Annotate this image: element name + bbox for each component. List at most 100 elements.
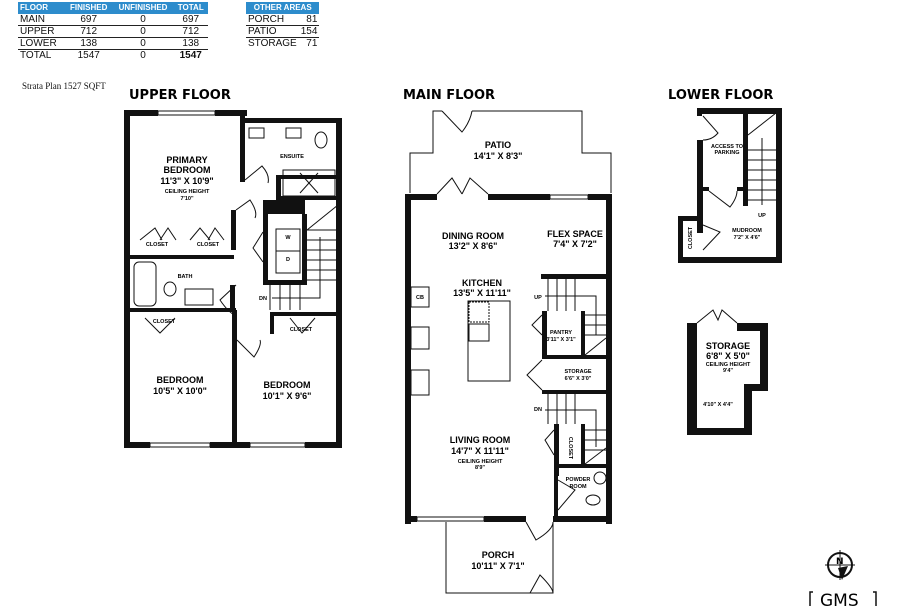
room-label: CLOSET bbox=[146, 242, 169, 248]
room-label: BEDROOM bbox=[157, 375, 204, 385]
stair-direction: DN bbox=[259, 296, 267, 302]
room-label: PARKING bbox=[715, 150, 740, 156]
room-dimensions: 10'1" X 9'6" bbox=[263, 391, 312, 401]
cell: 0 bbox=[112, 49, 174, 61]
table-row: STORAGE 71 bbox=[246, 38, 319, 50]
range-icon bbox=[410, 326, 430, 350]
room-dimensions: 13'2" X 8'6" bbox=[449, 241, 498, 251]
ceiling-height-label: CEILING HEIGHT bbox=[165, 189, 210, 195]
room-label: STORAGE bbox=[706, 341, 750, 351]
ceiling-height-label: CEILING HEIGHT bbox=[706, 362, 751, 368]
cell: 1547 bbox=[173, 49, 208, 61]
main-stairs bbox=[545, 279, 607, 465]
compass-north-icon: N bbox=[825, 550, 855, 580]
cell: 138 bbox=[64, 37, 113, 50]
room-label: LIVING ROOM bbox=[450, 435, 511, 445]
ceiling-height-value: 8'9" bbox=[475, 465, 485, 471]
room-dimensions: 10'11" X 7'1" bbox=[471, 561, 524, 571]
room-label: ENSUITE bbox=[280, 154, 304, 160]
room-label: PRIMARY bbox=[166, 155, 207, 165]
col-header: FINISHED bbox=[64, 2, 113, 14]
room-dimensions: 6'8" X 5'0" bbox=[706, 351, 750, 361]
room-dimensions: 4'10" X 4'4" bbox=[703, 402, 733, 408]
upper-stairs bbox=[269, 204, 339, 310]
cell: 0 bbox=[112, 14, 174, 26]
col-header: OTHER AREAS bbox=[246, 2, 320, 14]
room-label: CLOSET bbox=[153, 319, 176, 325]
room-dimensions: 14'1" X 8'3" bbox=[474, 151, 523, 161]
strata-note: Strata Plan 1527 SQFT bbox=[22, 81, 106, 91]
lower-floor-plan: LOWER FLOOR ACCESS TO PARKING UP MUDROOM… bbox=[668, 88, 782, 435]
washer-label: W bbox=[285, 235, 291, 241]
cell: 154 bbox=[298, 25, 320, 38]
stair-direction: UP bbox=[534, 295, 542, 301]
cell: STORAGE bbox=[248, 37, 297, 49]
main-doors bbox=[436, 110, 576, 594]
col-header: FLOOR bbox=[18, 2, 65, 14]
cell: 81 bbox=[298, 14, 320, 26]
cell: 1547 bbox=[64, 49, 113, 61]
room-dimensions: 7'2" X 4'6" bbox=[734, 235, 761, 241]
room-label: CLOSET bbox=[290, 327, 313, 333]
room-label: BEDROOM bbox=[164, 165, 211, 175]
cell: 712 bbox=[173, 25, 208, 38]
lower-stairs bbox=[702, 112, 777, 251]
room-label: PORCH bbox=[482, 550, 515, 560]
cell: 697 bbox=[64, 14, 113, 26]
room-label: DINING ROOM bbox=[442, 231, 504, 241]
ceiling-height-label: CEILING HEIGHT bbox=[458, 459, 503, 465]
room-label: FLEX SPACE bbox=[547, 229, 603, 239]
cabinet-cb bbox=[410, 286, 430, 308]
room-label: ACCESS TO bbox=[711, 144, 744, 150]
room-label: POWDER bbox=[566, 477, 591, 483]
col-header: TOTAL bbox=[173, 2, 208, 14]
room-dimensions: 7'4" X 7'2" bbox=[553, 239, 597, 249]
cell: 138 bbox=[173, 37, 208, 50]
room-dimensions: 14'7" X 11'11" bbox=[451, 446, 509, 456]
ceiling-height-value: 9'4" bbox=[723, 368, 733, 374]
upper-floor-plan: UPPER FLOOR bbox=[124, 88, 342, 448]
room-dimensions: 11'3" X 10'9" bbox=[160, 176, 213, 186]
room-label: ROOM bbox=[569, 484, 587, 490]
room-dimensions: 3'11" X 3'1" bbox=[546, 337, 576, 343]
cell: PATIO bbox=[246, 25, 299, 38]
kitchen-island bbox=[467, 300, 511, 382]
upper-floor-title: UPPER FLOOR bbox=[129, 88, 231, 103]
cell: 0 bbox=[112, 37, 174, 50]
room-label: STORAGE bbox=[564, 369, 591, 375]
room-label: PATIO bbox=[485, 140, 511, 150]
room-dimensions: 10'5" X 10'0" bbox=[153, 386, 207, 396]
cell: MAIN bbox=[18, 14, 65, 26]
main-floor-plan: MAIN FLOOR bbox=[403, 88, 612, 594]
upper-fixtures bbox=[133, 127, 336, 307]
cell: 697 bbox=[173, 14, 208, 26]
cell: 0 bbox=[112, 25, 174, 38]
room-label: CLOSET bbox=[688, 226, 694, 249]
room-label: KITCHEN bbox=[462, 278, 502, 288]
room-label: BATH bbox=[178, 274, 193, 280]
room-dimensions: 13'5" X 11'11" bbox=[453, 288, 511, 298]
room-label: CLOSET bbox=[567, 437, 573, 460]
room-label: MUDROOM bbox=[732, 228, 762, 234]
upper-doors bbox=[139, 165, 316, 358]
stair-direction: DN bbox=[534, 407, 542, 413]
cell: LOWER bbox=[18, 37, 65, 50]
dryer bbox=[275, 250, 301, 274]
stair-direction: UP bbox=[758, 213, 766, 219]
main-fixtures bbox=[410, 286, 607, 506]
cell: 71 bbox=[306, 37, 318, 49]
cell: PORCH bbox=[246, 14, 299, 26]
compass-letter: N bbox=[836, 557, 844, 567]
dryer-label: D bbox=[286, 257, 290, 263]
room-label: CLOSET bbox=[197, 242, 220, 248]
cell: UPPER bbox=[18, 25, 65, 38]
cell: TOTAL bbox=[18, 49, 65, 61]
